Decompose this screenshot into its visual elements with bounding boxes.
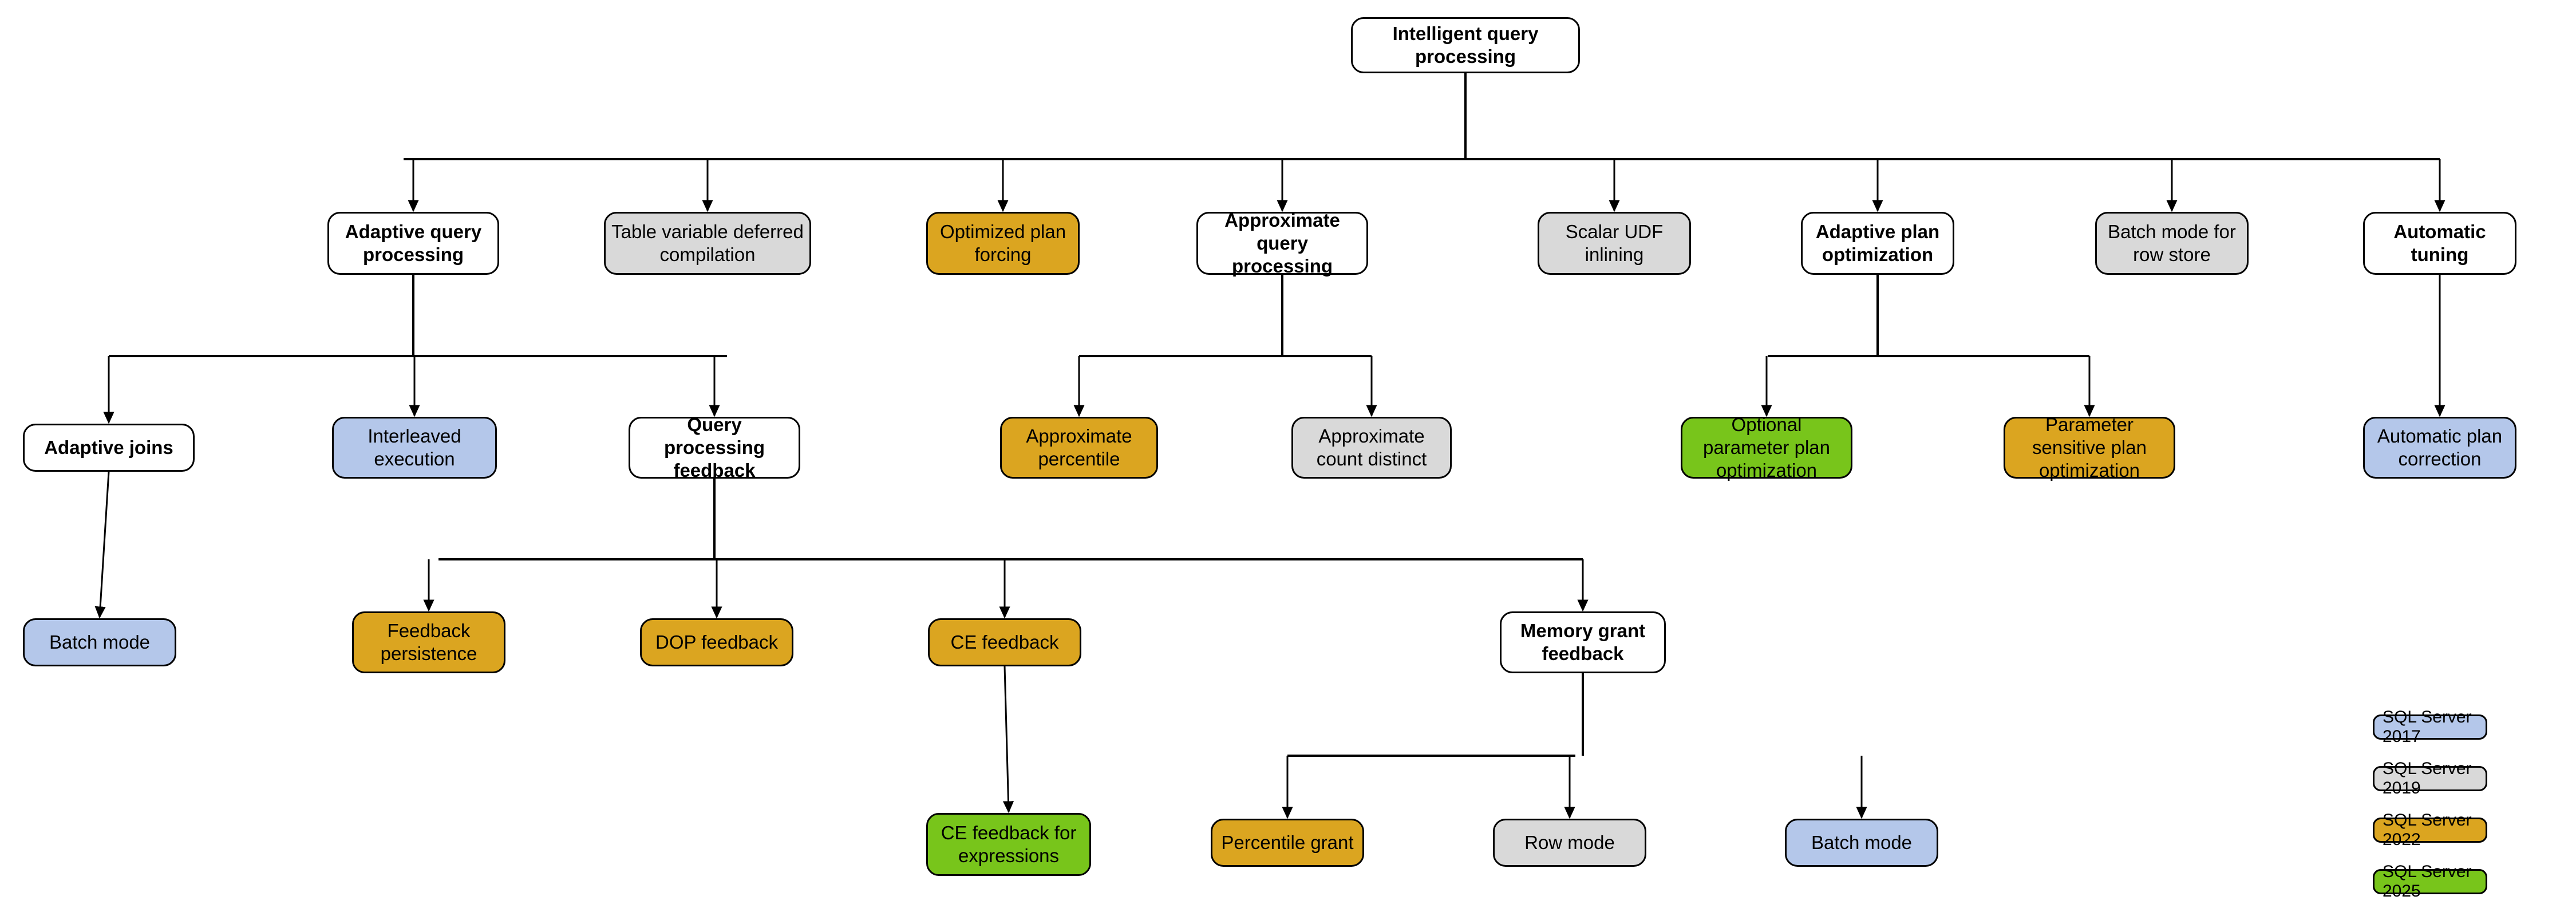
node-adaptivejoins[interactable]: Adaptive joins (23, 424, 195, 472)
edge-adaptivejoins-batchmode1 (94, 471, 110, 619)
node-cefb[interactable]: CE feedback (928, 618, 1081, 666)
node-bmrowstore[interactable]: Batch mode for row store (2095, 212, 2249, 275)
node-autotuning[interactable]: Automatic tuning (2363, 212, 2516, 275)
node-aqp[interactable]: Adaptive query processing (327, 212, 499, 275)
node-fbpersist[interactable]: Feedback persistence (352, 611, 505, 673)
node-scalarudf[interactable]: Scalar UDF inlining (1538, 212, 1691, 275)
node-qpf[interactable]: Query processing feedback (629, 414, 800, 481)
node-opf[interactable]: Optimized plan forcing (926, 212, 1080, 275)
node-pspo[interactable]: Parameter sensitive plan optimization (2004, 414, 2175, 481)
node-batchmode1[interactable]: Batch mode (23, 618, 176, 666)
node-interleaved[interactable]: Interleaved execution (332, 417, 497, 479)
node-cefbexpr[interactable]: CE feedback for expressions (926, 813, 1091, 876)
node-apc[interactable]: Automatic plan correction (2363, 417, 2516, 479)
legend-item-sql-server-2025: SQL Server 2025 (2373, 862, 2487, 901)
edge-cefb-cefbexpr (1002, 666, 1014, 814)
node-tvdc[interactable]: Table variable deferred compilation (604, 212, 811, 275)
node-dopfb[interactable]: DOP feedback (640, 618, 793, 666)
node-apo[interactable]: Adaptive plan optimization (1801, 212, 1954, 275)
legend-item-sql-server-2019: SQL Server 2019 (2373, 759, 2487, 797)
legend-item-sql-server-2017: SQL Server 2017 (2373, 708, 2487, 746)
node-batchmode2[interactable]: Batch mode (1785, 819, 1938, 867)
node-oppo[interactable]: Optional parameter plan optimization (1681, 414, 1852, 481)
node-mgf[interactable]: Memory grant feedback (1500, 611, 1666, 673)
node-approxpct[interactable]: Approximate percentile (1000, 417, 1158, 479)
node-rowmode[interactable]: Row mode (1493, 819, 1646, 867)
node-approxqp[interactable]: Approximate query processing (1196, 210, 1368, 277)
node-pctgrant[interactable]: Percentile grant (1211, 819, 1364, 867)
node-approxcount[interactable]: Approximate count distinct (1291, 417, 1452, 479)
legend-item-sql-server-2022: SQL Server 2022 (2373, 811, 2487, 849)
node-root[interactable]: Intelligent query processing (1351, 17, 1580, 73)
